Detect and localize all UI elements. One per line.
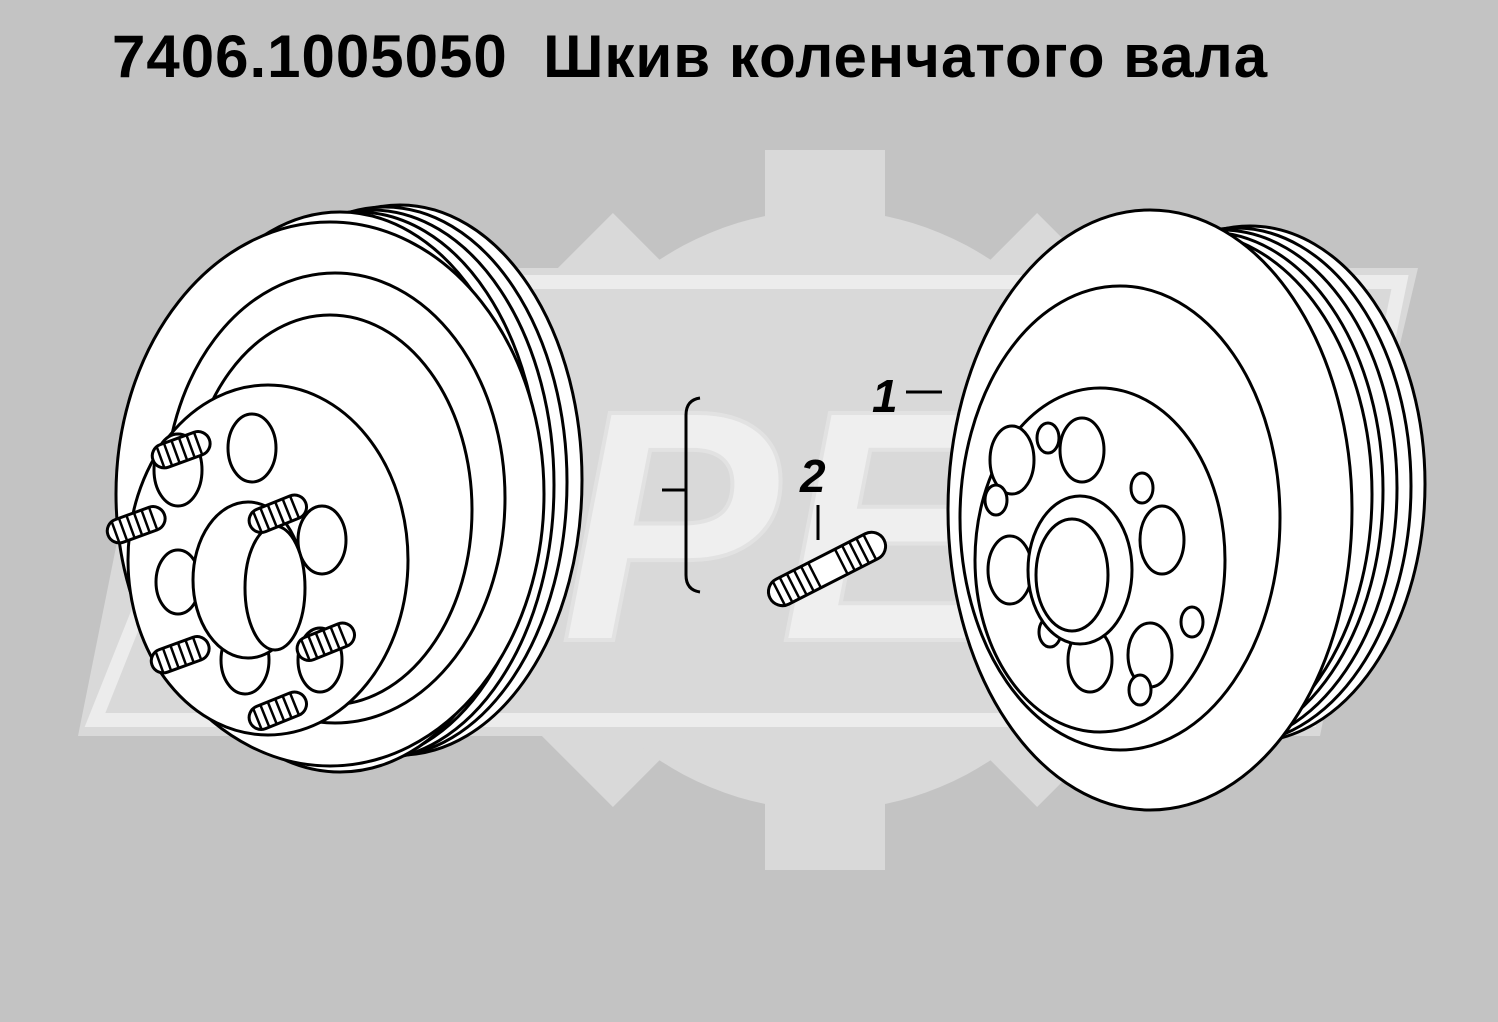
part-number: 7406.1005050 <box>112 23 508 90</box>
stud-left-5 <box>295 621 357 663</box>
stud-item-2 <box>766 530 888 608</box>
callout-1: 1 <box>872 370 942 422</box>
callout-1-label: 1 <box>872 370 898 422</box>
stud-left-3 <box>247 493 309 535</box>
stud-left-1 <box>150 430 212 470</box>
pulley-right-bore <box>1034 517 1110 633</box>
pulley-right-ring-outer <box>958 284 1282 752</box>
pulley-right-holes <box>986 416 1186 694</box>
pulley-left-studs <box>105 430 357 732</box>
assembly-bracket <box>662 396 701 594</box>
stud-left-2 <box>105 505 167 545</box>
pulley-right-stud-holes <box>983 421 1205 707</box>
page-title: 7406.1005050 Шкив коленчатого вала <box>112 22 1268 91</box>
pulley-left-bore <box>243 524 307 652</box>
stud-left-6 <box>247 690 309 732</box>
pulley-right <box>946 208 1427 812</box>
callout-2-label: 2 <box>799 450 826 502</box>
part-name: Шкив коленчатого вала <box>543 23 1269 90</box>
pulley-left <box>114 203 584 774</box>
stud-left-4 <box>149 635 211 675</box>
callout-2: 2 <box>799 450 826 540</box>
